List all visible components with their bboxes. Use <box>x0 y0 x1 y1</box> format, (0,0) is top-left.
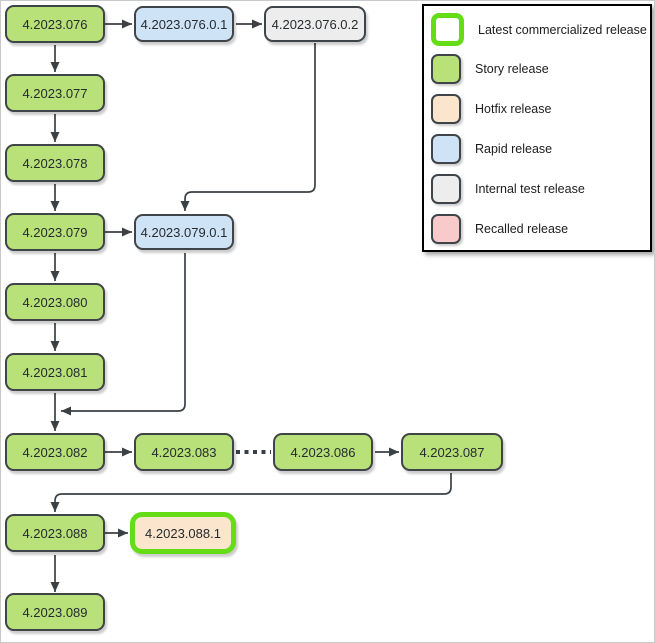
recalled-release-swatch-icon <box>431 213 461 244</box>
latest-release-swatch-icon <box>431 13 464 46</box>
legend-item-recalled: Recalled release <box>431 212 568 245</box>
legend-item-hotfix: Hotfix release <box>431 92 551 125</box>
node-4-2023-081[interactable]: 4.2023.081 <box>5 353 105 391</box>
legend: Latest commercialized release Story rele… <box>422 4 652 252</box>
legend-label-recalled: Recalled release <box>475 221 569 236</box>
node-4-2023-082[interactable]: 4.2023.082 <box>5 433 105 471</box>
node-4-2023-076-0-2[interactable]: 4.2023.076.0.2 <box>264 6 366 42</box>
legend-item-story: Story release <box>431 52 549 85</box>
legend-item-internal: Internal test release <box>431 172 585 205</box>
node-4-2023-083[interactable]: 4.2023.083 <box>134 433 234 471</box>
node-4-2023-080[interactable]: 4.2023.080 <box>5 283 105 321</box>
node-4-2023-076[interactable]: 4.2023.076 <box>5 5 105 43</box>
node-4-2023-088-1[interactable]: 4.2023.088.1 <box>130 512 236 554</box>
rapid-release-swatch-icon <box>431 133 461 164</box>
legend-label-hotfix: Hotfix release <box>475 101 552 116</box>
legend-label-internal: Internal test release <box>475 181 585 196</box>
node-4-2023-088[interactable]: 4.2023.088 <box>5 514 105 552</box>
edge-087-to-088 <box>50 473 452 512</box>
legend-label-story: Story release <box>475 61 549 76</box>
node-4-2023-078[interactable]: 4.2023.078 <box>5 144 105 182</box>
edge-076-0-2-to-079-0-1 <box>180 43 316 211</box>
internal-test-release-swatch-icon <box>431 173 461 204</box>
node-4-2023-086[interactable]: 4.2023.086 <box>273 433 373 471</box>
hotfix-release-swatch-icon <box>431 93 461 124</box>
node-4-2023-076-0-1[interactable]: 4.2023.076.0.1 <box>134 6 234 42</box>
node-4-2023-079-0-1[interactable]: 4.2023.079.0.1 <box>134 214 234 250</box>
legend-item-rapid: Rapid release <box>431 132 552 165</box>
node-4-2023-089[interactable]: 4.2023.089 <box>5 593 105 631</box>
legend-item-latest: Latest commercialized release <box>431 13 647 46</box>
node-4-2023-087[interactable]: 4.2023.087 <box>401 433 503 471</box>
legend-label-rapid: Rapid release <box>475 141 553 156</box>
node-4-2023-077[interactable]: 4.2023.077 <box>5 74 105 112</box>
legend-label-latest: Latest commercialized release <box>478 22 647 37</box>
node-4-2023-079[interactable]: 4.2023.079 <box>5 213 105 251</box>
story-release-swatch-icon <box>431 53 461 84</box>
